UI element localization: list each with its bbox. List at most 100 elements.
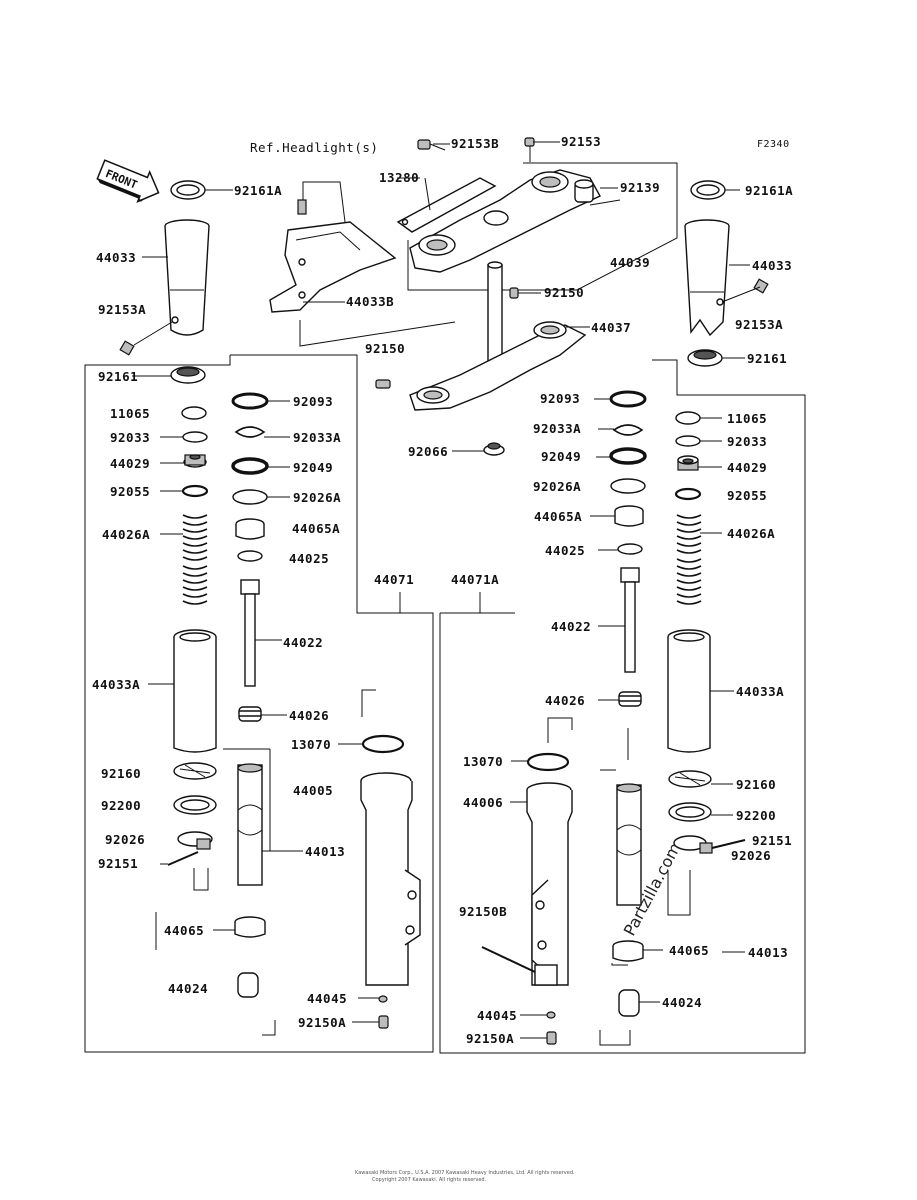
label-92160-left: 92160	[101, 766, 141, 781]
label-92150-mid: 92150	[365, 341, 405, 356]
label-92150-top: 92150	[544, 285, 584, 300]
label-44065A-right: 44065A	[534, 509, 582, 524]
part-92151-right	[711, 839, 746, 849]
label-11065-left: 11065	[110, 406, 150, 421]
label-44033-left: 44033	[96, 250, 136, 265]
label-92153A-left: 92153A	[98, 302, 146, 317]
label-92161A-left: 92161A	[234, 183, 282, 198]
label-44025-left: 44025	[289, 551, 329, 566]
part-92150B	[481, 946, 536, 973]
label-13070-right: 13070	[463, 754, 503, 769]
label-44045-right: 44045	[477, 1008, 517, 1023]
ref-headlight-label: Ref.Headlight(s)	[250, 140, 378, 155]
figure-code: F2340	[757, 139, 790, 150]
label-44025-right: 44025	[545, 543, 585, 558]
part-44033B	[269, 199, 397, 313]
part-44026A-left	[182, 514, 208, 605]
label-44026-right: 44026	[545, 693, 585, 708]
label-92026-right: 92026	[731, 848, 771, 863]
label-92153: 92153	[561, 134, 601, 149]
label-92049-left: 92049	[293, 460, 333, 475]
part-92026A-right	[610, 478, 646, 494]
label-92093-right: 92093	[540, 391, 580, 406]
part-92150A-left	[378, 1015, 389, 1029]
part-92026A-left	[232, 489, 268, 505]
part-11065-left	[181, 406, 207, 420]
label-92049-right: 92049	[541, 449, 581, 464]
part-92160-left	[173, 762, 217, 780]
part-44025-right	[617, 543, 643, 555]
part-44065A-left	[235, 518, 265, 540]
label-92151-left: 92151	[98, 856, 138, 871]
label-44033A-left: 44033A	[92, 677, 140, 692]
part-92033A-right	[612, 424, 644, 436]
footer-line-1: Kawasaki Motors Corp., U.S.A. 2007 Kawas…	[355, 1170, 575, 1176]
label-44065A-left: 44065A	[292, 521, 340, 536]
label-44033B: 44033B	[346, 294, 394, 309]
part-44029-right	[677, 455, 699, 471]
part-92161-left	[170, 366, 206, 384]
label-92033A-left: 92033A	[293, 430, 341, 445]
part-92026-left	[177, 831, 213, 850]
label-92055-left: 92055	[110, 484, 150, 499]
label-13070-left: 13070	[291, 737, 331, 752]
label-44013-right: 44013	[748, 945, 788, 960]
label-92033A-right: 92033A	[533, 421, 581, 436]
part-92153A-left	[119, 340, 135, 356]
label-92150B: 92150B	[459, 904, 507, 919]
label-44005: 44005	[293, 783, 333, 798]
label-92200-right: 92200	[736, 808, 776, 823]
part-44033-left	[164, 219, 210, 336]
part-92151-left	[167, 851, 199, 866]
assembly-box-left	[84, 354, 434, 1053]
label-44065-right: 44065	[669, 943, 709, 958]
part-44026-right	[618, 691, 642, 707]
part-92049-left	[231, 457, 269, 475]
label-92160-right: 92160	[736, 777, 776, 792]
part-44065-right	[612, 940, 644, 962]
part-92153B	[417, 139, 446, 151]
label-44037: 44037	[591, 320, 631, 335]
part-44026-left	[238, 706, 262, 722]
label-44026A-left: 44026A	[102, 527, 150, 542]
label-92055-right: 92055	[727, 488, 767, 503]
part-13070-left	[361, 734, 405, 754]
part-44045-left	[378, 995, 388, 1003]
label-44026A-right: 44026A	[727, 526, 775, 541]
label-44026-left: 44026	[289, 708, 329, 723]
part-92200-right	[668, 802, 712, 822]
label-44033A-right: 44033A	[736, 684, 784, 699]
label-92026A-right: 92026A	[533, 479, 581, 494]
label-92153A-right: 92153A	[735, 317, 783, 332]
part-44029-left	[183, 454, 207, 468]
part-44024-left	[237, 972, 259, 998]
label-44045-left: 44045	[307, 991, 347, 1006]
label-92033-right: 92033	[727, 434, 767, 449]
label-44013-left: 44013	[305, 844, 345, 859]
part-92200-left	[173, 795, 217, 815]
part-92066	[483, 442, 505, 456]
label-92200-left: 92200	[101, 798, 141, 813]
part-92150A-right	[546, 1031, 557, 1045]
part-44033A-left	[173, 629, 217, 753]
label-92150A-left: 92150A	[298, 1015, 346, 1030]
part-92055-left	[181, 484, 209, 498]
part-92026-right	[673, 835, 713, 854]
label-44033-right: 44033	[752, 258, 792, 273]
part-92049-right	[609, 447, 647, 465]
part-92033-left	[182, 431, 208, 443]
label-92161A-right: 92161A	[745, 183, 793, 198]
label-44024-left: 44024	[168, 981, 208, 996]
part-11065-right	[675, 411, 701, 425]
part-44022-right	[620, 567, 640, 673]
part-92093-right	[609, 390, 647, 408]
label-92151-right: 92151	[752, 833, 792, 848]
part-44025-left	[237, 550, 263, 562]
label-92033-left: 92033	[110, 430, 150, 445]
part-13280	[396, 177, 497, 233]
part-92161A-right	[690, 180, 726, 200]
footer-line-2: Copyright 2007 Kawasaki. All rights rese…	[372, 1177, 487, 1183]
part-44065-left	[234, 916, 266, 938]
part-44024-right	[618, 989, 640, 1017]
